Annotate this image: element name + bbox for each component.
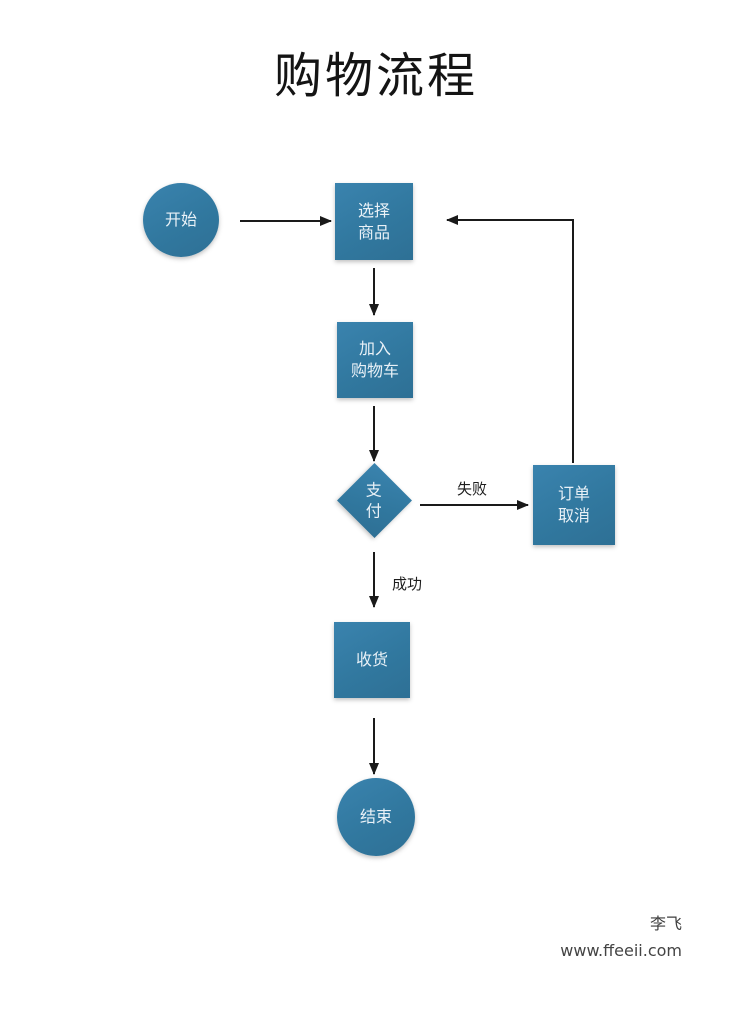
node-add-to-cart-label: 加入 购物车 [350,339,399,380]
edge-label-fail: 失败 [457,480,488,498]
node-pay-decision: 支 付 [337,463,412,538]
node-receive-goods: 收货 [334,622,410,698]
edge-label-success: 成功 [392,575,423,593]
footer-signature: 李飞 www.ffeeii.com [560,910,682,964]
node-end-label: 结束 [359,807,392,826]
node-start: 开始 [143,183,219,257]
edge-cancel-select [446,215,574,463]
node-select-product-label: 选择 商品 [357,200,390,242]
footer-website: www.ffeeii.com [560,941,682,960]
node-add-to-cart: 加入 购物车 [337,322,413,398]
diagram-title: 购物流程 [273,48,478,104]
footer-author: 李飞 [649,914,682,933]
node-pay-decision-label: 支 付 [366,480,383,521]
node-start-label: 开始 [164,210,197,229]
node-receive-goods-label: 收货 [355,650,388,669]
node-order-cancel-label: 订单 取消 [557,484,590,525]
node-end: 结束 [337,778,415,856]
node-select-product: 选择 商品 [335,183,413,260]
node-order-cancel: 订单 取消 [533,465,615,545]
